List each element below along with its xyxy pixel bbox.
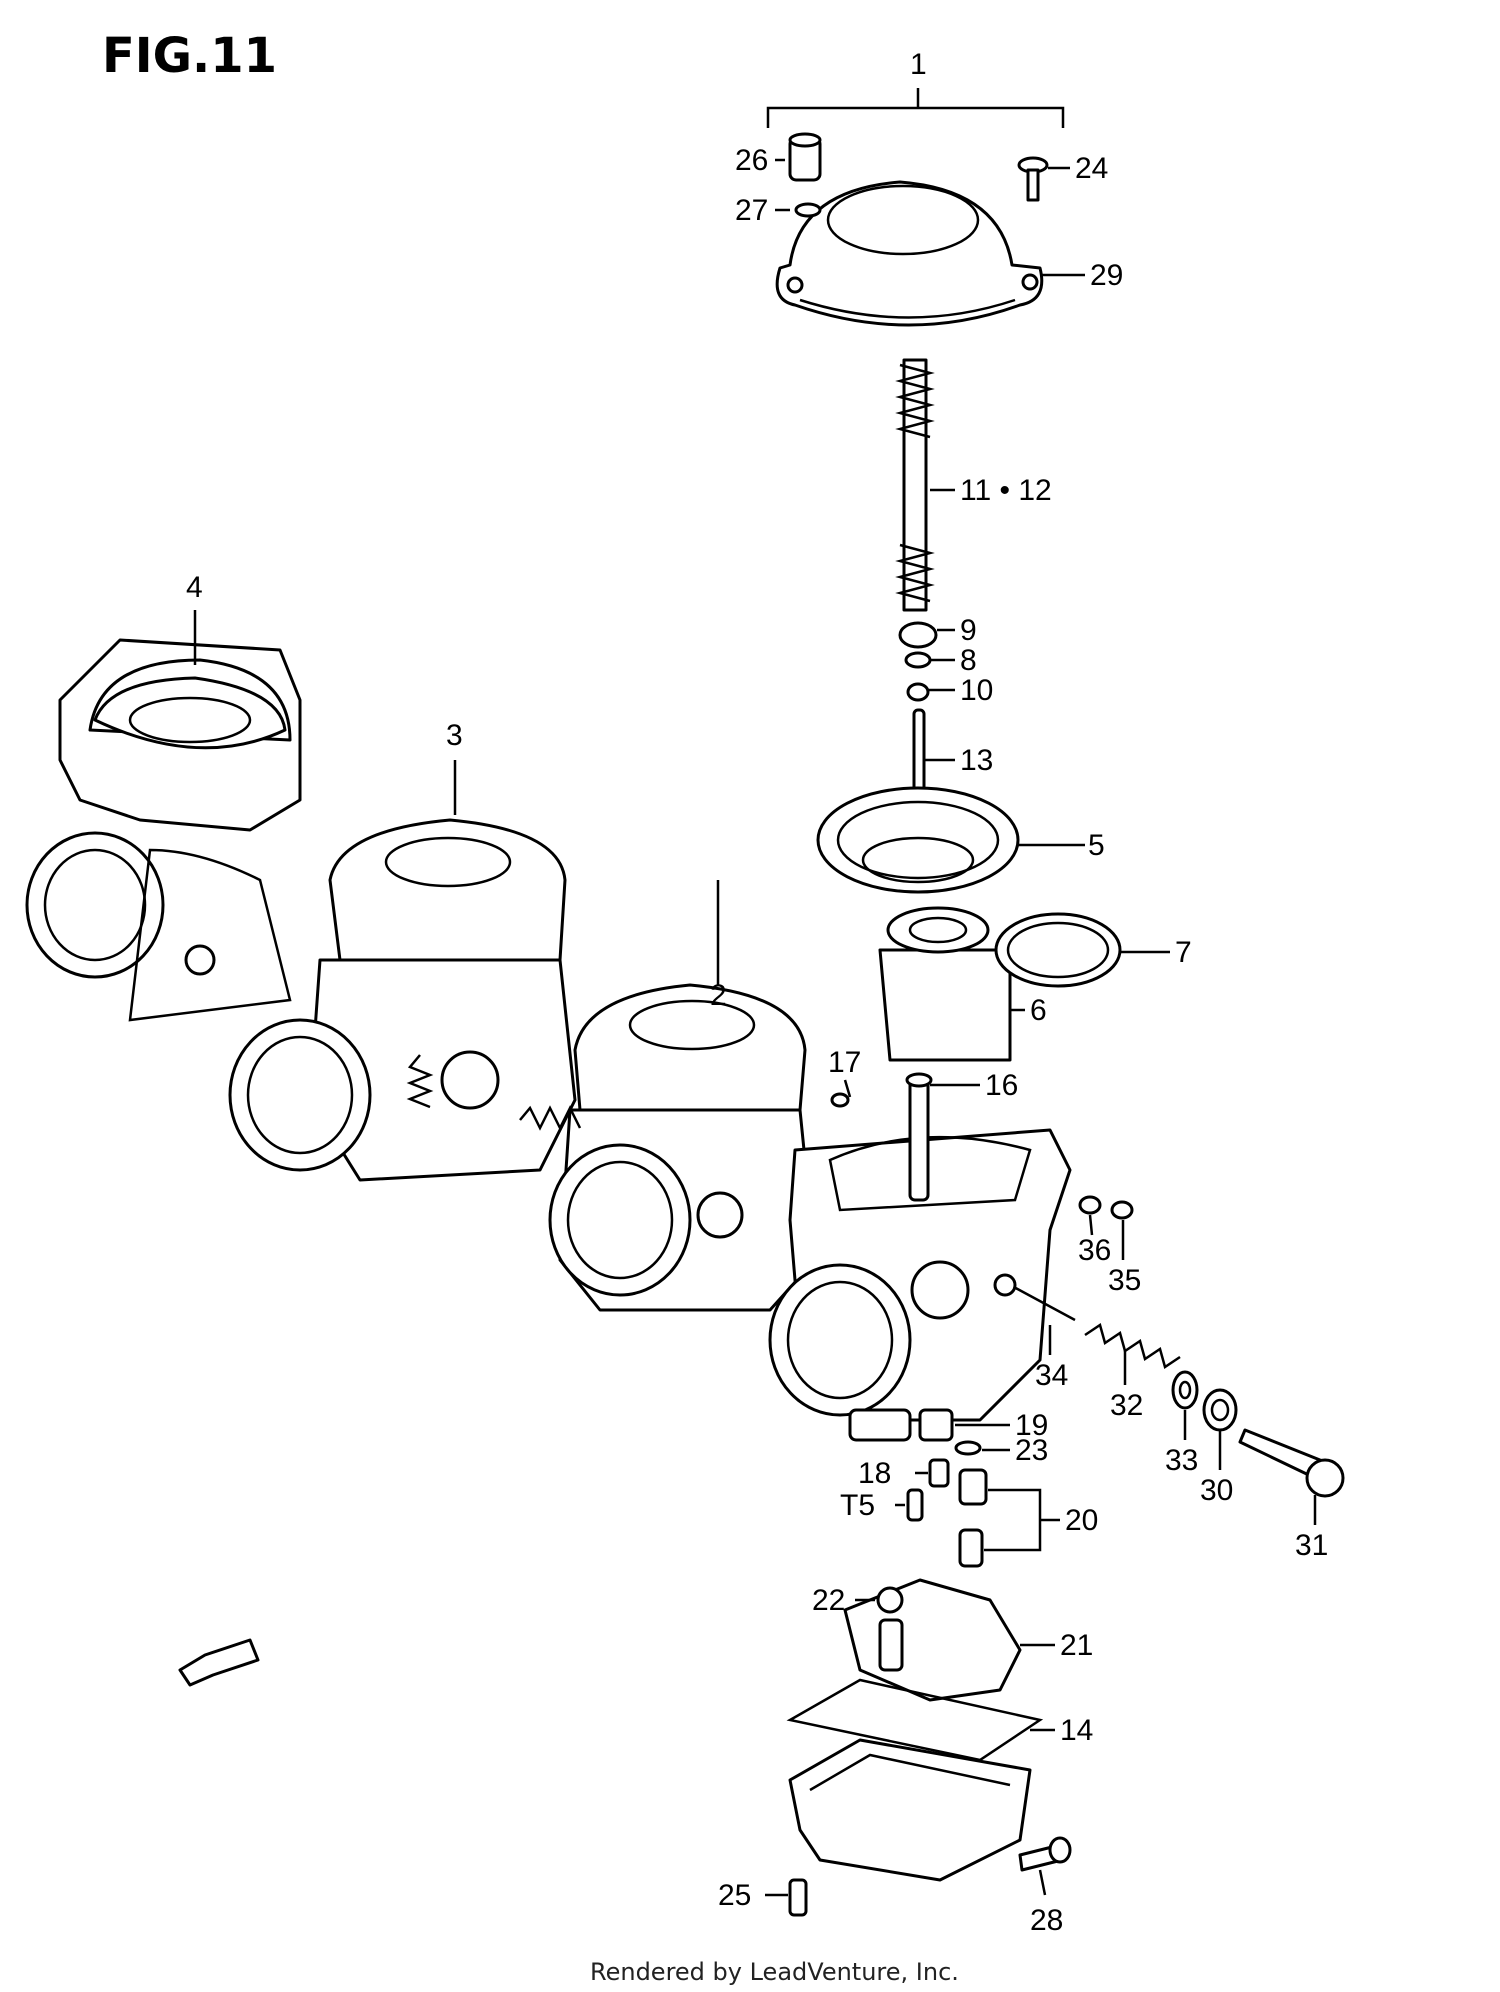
jet-20-lower — [958, 1528, 984, 1568]
nut-35 — [1110, 1200, 1134, 1220]
leader-lines — [193, 158, 1317, 1897]
spring-32 — [1084, 1323, 1181, 1369]
piston-valve — [878, 906, 1012, 1062]
seal-ring — [994, 912, 1122, 988]
jet-19 — [918, 1408, 954, 1442]
callout-21: 21 — [1060, 1629, 1093, 1662]
callout-18: 18 — [858, 1457, 891, 1490]
float — [843, 1578, 1022, 1702]
callout-32: 32 — [1110, 1389, 1143, 1422]
callout-7: 7 — [1175, 936, 1192, 969]
o-ring-30 — [1202, 1388, 1238, 1432]
screw-28 — [1018, 1836, 1072, 1872]
front-arrow-icon — [178, 1638, 260, 1687]
carburetor-4 — [25, 638, 302, 1022]
footer-credit: Rendered by LeadVenture, Inc. — [590, 1958, 959, 1986]
cap-o-ring — [794, 202, 822, 218]
cap-plug — [788, 132, 822, 182]
callout-24: 24 — [1075, 152, 1108, 185]
callout-3: 3 — [446, 719, 463, 752]
float-chamber — [788, 1738, 1032, 1882]
float-gasket — [786, 1678, 1044, 1762]
callout-6: 6 — [1030, 994, 1047, 1027]
callout-35: 35 — [1108, 1264, 1141, 1297]
callout-2: 2 — [710, 979, 727, 1012]
callout-5: 5 — [1088, 829, 1105, 862]
callout-23: 23 — [1015, 1434, 1048, 1467]
callout-14: 14 — [1060, 1714, 1093, 1747]
idle-screw — [993, 1273, 1076, 1322]
callout-8: 8 — [960, 644, 977, 677]
callout-25: 25 — [718, 1879, 751, 1912]
callout-4: 4 — [186, 571, 203, 604]
callout-30: 30 — [1200, 1474, 1233, 1507]
top-cap — [775, 180, 1044, 327]
callout-28: 28 — [1030, 1904, 1063, 1937]
callout-17: 17 — [828, 1046, 861, 1079]
carburetor-3 — [228, 818, 577, 1182]
callout-10: 10 — [960, 674, 993, 707]
carburetor-main-body — [768, 1072, 1072, 1442]
callout-labels: 1 2 3 4 5 6 7 8 9 10 11 • 12 13 14 T5 16… — [186, 48, 1328, 1937]
carburetor-2 — [519, 983, 817, 1312]
washer-23 — [954, 1440, 982, 1456]
jet-20-upper — [958, 1468, 988, 1506]
drain-screw-25 — [788, 1878, 808, 1917]
jet-15 — [906, 1488, 924, 1522]
callout-19: 19 — [1015, 1409, 1048, 1442]
callout-1-bracket — [766, 88, 1065, 128]
callout-20: 20 — [1065, 1504, 1098, 1537]
jet-18 — [928, 1458, 950, 1488]
washer-36 — [1078, 1195, 1102, 1215]
callout-13: 13 — [960, 744, 993, 777]
callout-31: 31 — [1295, 1529, 1328, 1562]
callout-15: T5 — [840, 1489, 875, 1522]
washer-33 — [1171, 1370, 1199, 1410]
small-washer-17 — [830, 1092, 850, 1108]
callout-27: 27 — [735, 194, 768, 227]
callout-11-12: 11 • 12 — [960, 474, 1052, 507]
callout-36: 36 — [1078, 1234, 1111, 1267]
needle-holder — [898, 621, 938, 702]
callout-34: 34 — [1035, 1359, 1068, 1392]
slide-spring — [895, 358, 935, 612]
callout-22: 22 — [812, 1584, 845, 1617]
callout-16: 16 — [985, 1069, 1018, 1102]
callout-33: 33 — [1165, 1444, 1198, 1477]
callout-9: 9 — [960, 614, 977, 647]
callout-26: 26 — [735, 144, 768, 177]
diaphragm — [816, 786, 1020, 894]
callout-29: 29 — [1090, 259, 1123, 292]
cap-screw — [1017, 156, 1049, 202]
pilot-screw-31 — [1238, 1428, 1345, 1498]
callout-1: 1 — [910, 48, 927, 81]
figure-title: FIG.11 — [102, 28, 277, 84]
